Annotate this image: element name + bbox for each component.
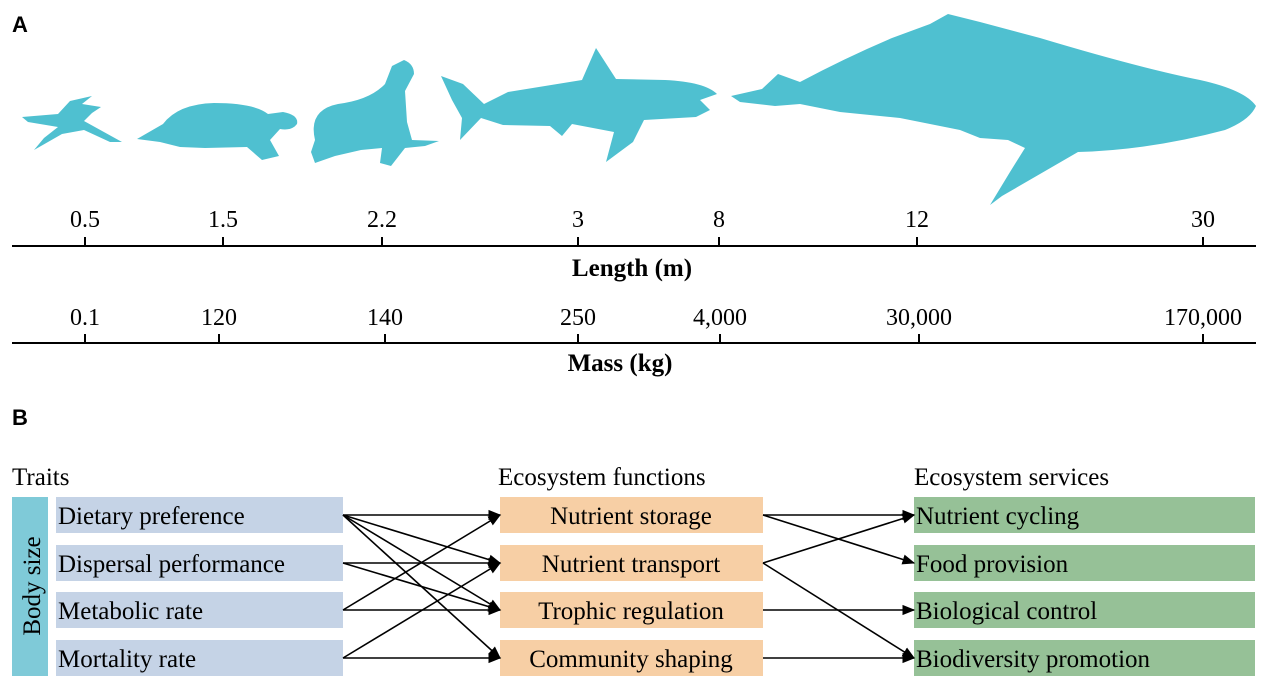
panel-label-a: A (12, 12, 28, 37)
length-tick-label: 0.5 (70, 207, 100, 233)
panel-label-b: B (12, 405, 28, 430)
traits-column-title: Traits (12, 464, 69, 491)
mass-tick-label: 120 (201, 305, 237, 331)
trait-to-function-arrow (342, 514, 502, 611)
functions-box (500, 592, 763, 628)
length-tick-label: 3 (572, 207, 584, 233)
traits-box (56, 592, 343, 628)
trait-to-function-arrow (342, 562, 502, 612)
length-axis: 0.5 1.5 2.2 3 8 12 30 Length (m) (12, 207, 1256, 282)
shark-silhouette (441, 48, 717, 162)
traits-box (56, 640, 343, 676)
mass-axis: 0.1 120 140 250 4,000 30,000 170,000 Mass (kg) (12, 305, 1256, 377)
length-tick-label: 8 (713, 207, 725, 233)
functions-box-label: Nutrient transport (542, 551, 720, 578)
mass-tick-label: 140 (367, 305, 403, 331)
mass-tick-label: 0.1 (70, 305, 100, 331)
functions-box (500, 640, 763, 676)
functions-column-title: Ecosystem functions (498, 464, 706, 491)
services-box-label: Biodiversity promotion (916, 646, 1151, 673)
humpback-whale-silhouette (731, 14, 1256, 205)
trait-to-function-arrow (342, 562, 502, 659)
services-column-title: Ecosystem services (914, 464, 1109, 491)
traits-box-label: Mortality rate (58, 646, 196, 673)
length-tick-label: 30 (1191, 207, 1215, 233)
flow-diagram: Traits Ecosystem functions Ecosystem ser… (12, 464, 1255, 676)
functions-box (500, 545, 763, 581)
services-box (914, 545, 1255, 581)
mass-tick-label: 30,000 (886, 305, 952, 331)
mass-tick-label: 170,000 (1164, 305, 1242, 331)
functions-box-label: Community shaping (529, 646, 733, 673)
traits-box-label: Metabolic rate (58, 598, 203, 625)
body-size-bar (12, 497, 48, 676)
services-box (914, 640, 1255, 676)
services-box-label: Nutrient cycling (916, 503, 1080, 530)
services-box (914, 592, 1255, 628)
sea-turtle-silhouette (137, 103, 298, 160)
mass-tick-label: 250 (560, 305, 596, 331)
services-box-label: Biological control (916, 598, 1097, 625)
function-to-service-arrow (762, 513, 916, 564)
animal-silhouettes (22, 14, 1256, 205)
body-size-label: Body size (19, 536, 46, 635)
length-tick-label: 1.5 (208, 207, 238, 233)
traits-box (56, 497, 343, 533)
functions-box (500, 497, 763, 533)
length-tick-label: 12 (905, 207, 929, 233)
mass-tick-label: 4,000 (693, 305, 747, 331)
functions-box-label: Nutrient storage (550, 503, 712, 530)
traits-box-label: Dispersal performance (58, 551, 285, 578)
traits-box-label: Dietary preference (58, 503, 245, 530)
functions-box-label: Trophic regulation (538, 598, 724, 625)
services-box-label: Food provision (916, 551, 1069, 578)
mass-axis-title: Mass (kg) (568, 350, 673, 377)
traits-box (56, 545, 343, 581)
services-box (914, 497, 1255, 533)
trait-to-function-arrow (342, 514, 502, 565)
seabird-silhouette (22, 96, 122, 150)
length-tick-label: 2.2 (367, 207, 397, 233)
sea-lion-silhouette (311, 60, 439, 166)
length-axis-title: Length (m) (572, 255, 692, 282)
